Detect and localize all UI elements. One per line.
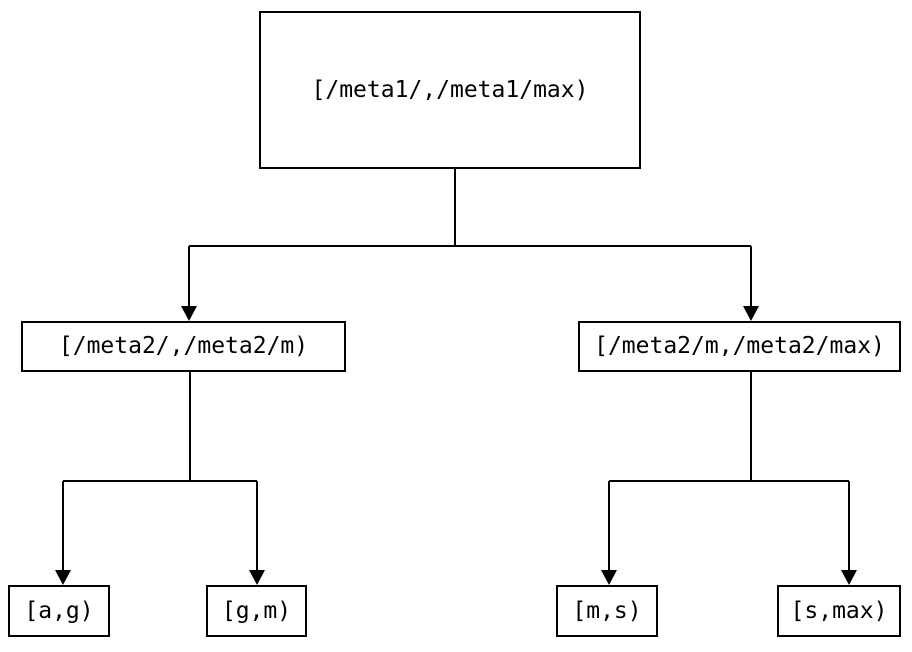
arrowhead-to-mid-left-icon (181, 306, 197, 321)
arrowhead-to-leaf-s-max-icon (841, 570, 857, 585)
node-root-label: [/meta1/,/meta1/max) (311, 76, 589, 103)
node-leaf-g-m-label: [g,m) (221, 597, 292, 624)
arrowhead-to-leaf-a-g-icon (55, 570, 71, 585)
node-mid-right-label: [/meta2/m,/meta2/max) (594, 333, 885, 359)
node-leaf-g-m[interactable]: [g,m) (206, 585, 307, 637)
node-leaf-m-s-label: [m,s) (572, 597, 642, 624)
node-leaf-s-max-label: [s,max) (790, 597, 888, 624)
node-leaf-m-s[interactable]: [m,s) (556, 585, 658, 637)
node-mid-left[interactable]: [/meta2/,/meta2/m) (21, 321, 346, 372)
node-root[interactable]: [/meta1/,/meta1/max) (259, 11, 641, 169)
node-mid-right[interactable]: [/meta2/m,/meta2/max) (578, 321, 901, 372)
node-leaf-a-g-label: [a,g) (24, 597, 94, 624)
arrowhead-to-leaf-m-s-icon (601, 570, 617, 585)
arrowhead-to-leaf-g-m-icon (249, 570, 265, 585)
node-mid-left-label: [/meta2/,/meta2/m) (58, 333, 309, 359)
arrowhead-to-mid-right-icon (743, 306, 759, 321)
node-leaf-a-g[interactable]: [a,g) (8, 585, 110, 637)
node-leaf-s-max[interactable]: [s,max) (777, 585, 901, 637)
